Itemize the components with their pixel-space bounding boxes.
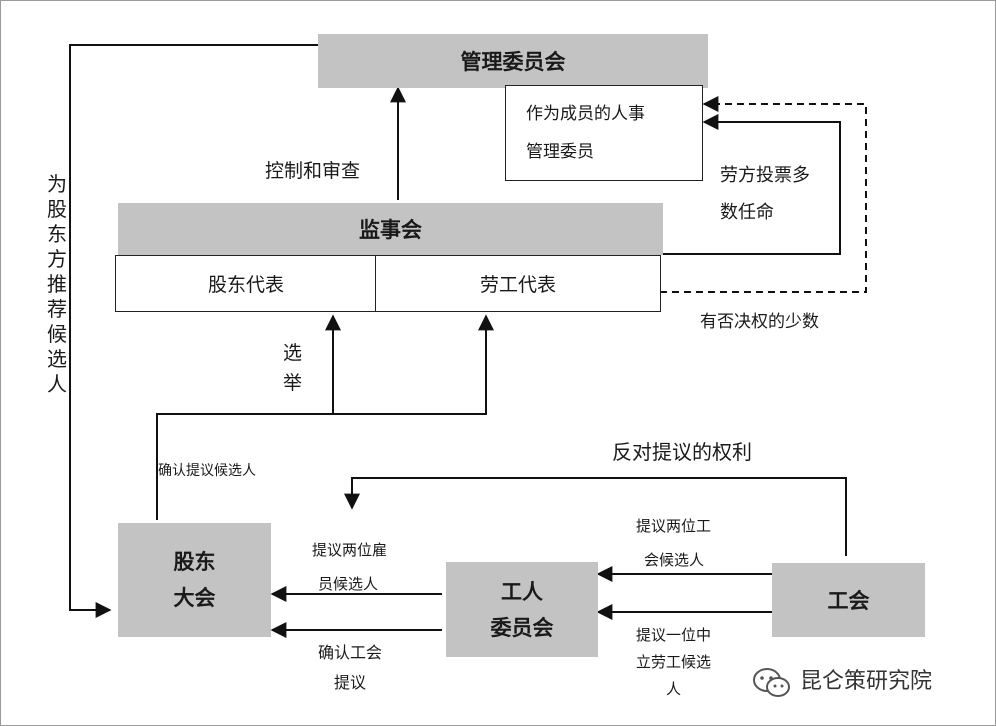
shareholders-meeting-line-1: 股东	[173, 550, 216, 574]
propose-two-employed-label: 提议两位雇 员候选人	[312, 533, 387, 601]
confirm-union-label: 确认工会 提议	[318, 638, 382, 698]
propose-two-union-label: 提议两位工 会候选人	[636, 509, 711, 577]
mgmt-member-line-1: 作为成员的人事	[526, 104, 645, 124]
arrow-election-left	[156, 314, 341, 520]
election-line-2: 举	[283, 372, 303, 394]
supervisory-board-box: 监事会	[118, 203, 663, 255]
propose-one-neutral-line-3: 人	[666, 680, 682, 698]
workers-committee-line-1: 工人	[501, 579, 543, 604]
propose-two-union-line-1: 提议两位工	[636, 517, 712, 535]
mgmt-member-line-2: 管理委员	[526, 142, 594, 162]
propose-one-neutral-label: 提议一位中 立劳工候选 人	[636, 622, 711, 703]
confirm-union-line-1: 确认工会	[318, 643, 383, 662]
election-label: 选 举	[283, 338, 302, 398]
shareholder-side-label: 为 股 东 方 推 荐 候 选 人	[45, 172, 69, 397]
arrow-labor-majority	[660, 114, 841, 255]
control-review-label: 控制和审查	[265, 160, 361, 182]
arrow-shareholder-nomination	[69, 44, 318, 618]
labor-rep-label: 劳工代表	[479, 274, 556, 296]
propose-two-employed-line-1: 提议两位雇	[312, 541, 388, 559]
propose-one-neutral-line-1: 提议一位中	[636, 626, 712, 644]
shareholder-side-char: 为	[47, 172, 67, 196]
labor-majority-line-1: 劳方投票多	[720, 165, 810, 186]
labor-rep-box: 劳工代表	[375, 255, 661, 312]
wechat-icon	[753, 668, 790, 697]
arrow-election-right	[333, 314, 494, 415]
confirm-union-line-2: 提议	[334, 673, 367, 692]
management-board-box: 管理委员会	[318, 34, 708, 88]
workers-committee-box: 工人 委员会	[446, 562, 598, 657]
shareholders-meeting-line-2: 大会	[173, 586, 216, 610]
arrow-minority-veto	[660, 96, 867, 293]
arrow-oppose-right	[344, 477, 847, 556]
election-line-1: 选	[283, 342, 303, 364]
propose-one-neutral-line-2: 立劳工候选	[636, 653, 712, 671]
shareholder-side-char: 人	[47, 372, 67, 396]
minority-veto-label: 有否决权的少数	[700, 312, 819, 332]
supervisory-board-label: 监事会	[359, 218, 422, 242]
oppose-right-label: 反对提议的权利	[612, 440, 752, 464]
union-box: 工会	[772, 563, 925, 637]
shareholder-side-char: 东	[47, 222, 67, 246]
shareholder-side-char: 股	[47, 197, 67, 221]
propose-two-union-line-2: 会候选人	[644, 551, 705, 569]
shareholder-side-char: 候	[47, 322, 67, 346]
labor-majority-label: 劳方投票多 数任命	[720, 157, 810, 231]
shareholder-side-char: 选	[47, 347, 67, 371]
watermark-text: 昆仑策研究院	[800, 669, 933, 694]
shareholder-side-char: 方	[47, 247, 67, 271]
shareholder-rep-box: 股东代表	[115, 255, 377, 312]
shareholder-side-char: 荐	[47, 297, 67, 321]
management-board-label: 管理委员会	[460, 50, 566, 74]
mgmt-member-box: 作为成员的人事 管理委员	[505, 85, 703, 181]
propose-two-employed-line-2: 员候选人	[318, 575, 379, 593]
workers-committee-line-2: 委员会	[490, 615, 554, 640]
shareholder-rep-label: 股东代表	[207, 274, 284, 296]
confirm-candidates-label: 确认提议候选人	[158, 463, 256, 479]
shareholder-side-char: 推	[47, 272, 67, 296]
union-label: 工会	[827, 589, 870, 613]
labor-majority-line-2: 数任命	[720, 202, 774, 223]
shareholders-meeting-box: 股东 大会	[118, 523, 271, 637]
